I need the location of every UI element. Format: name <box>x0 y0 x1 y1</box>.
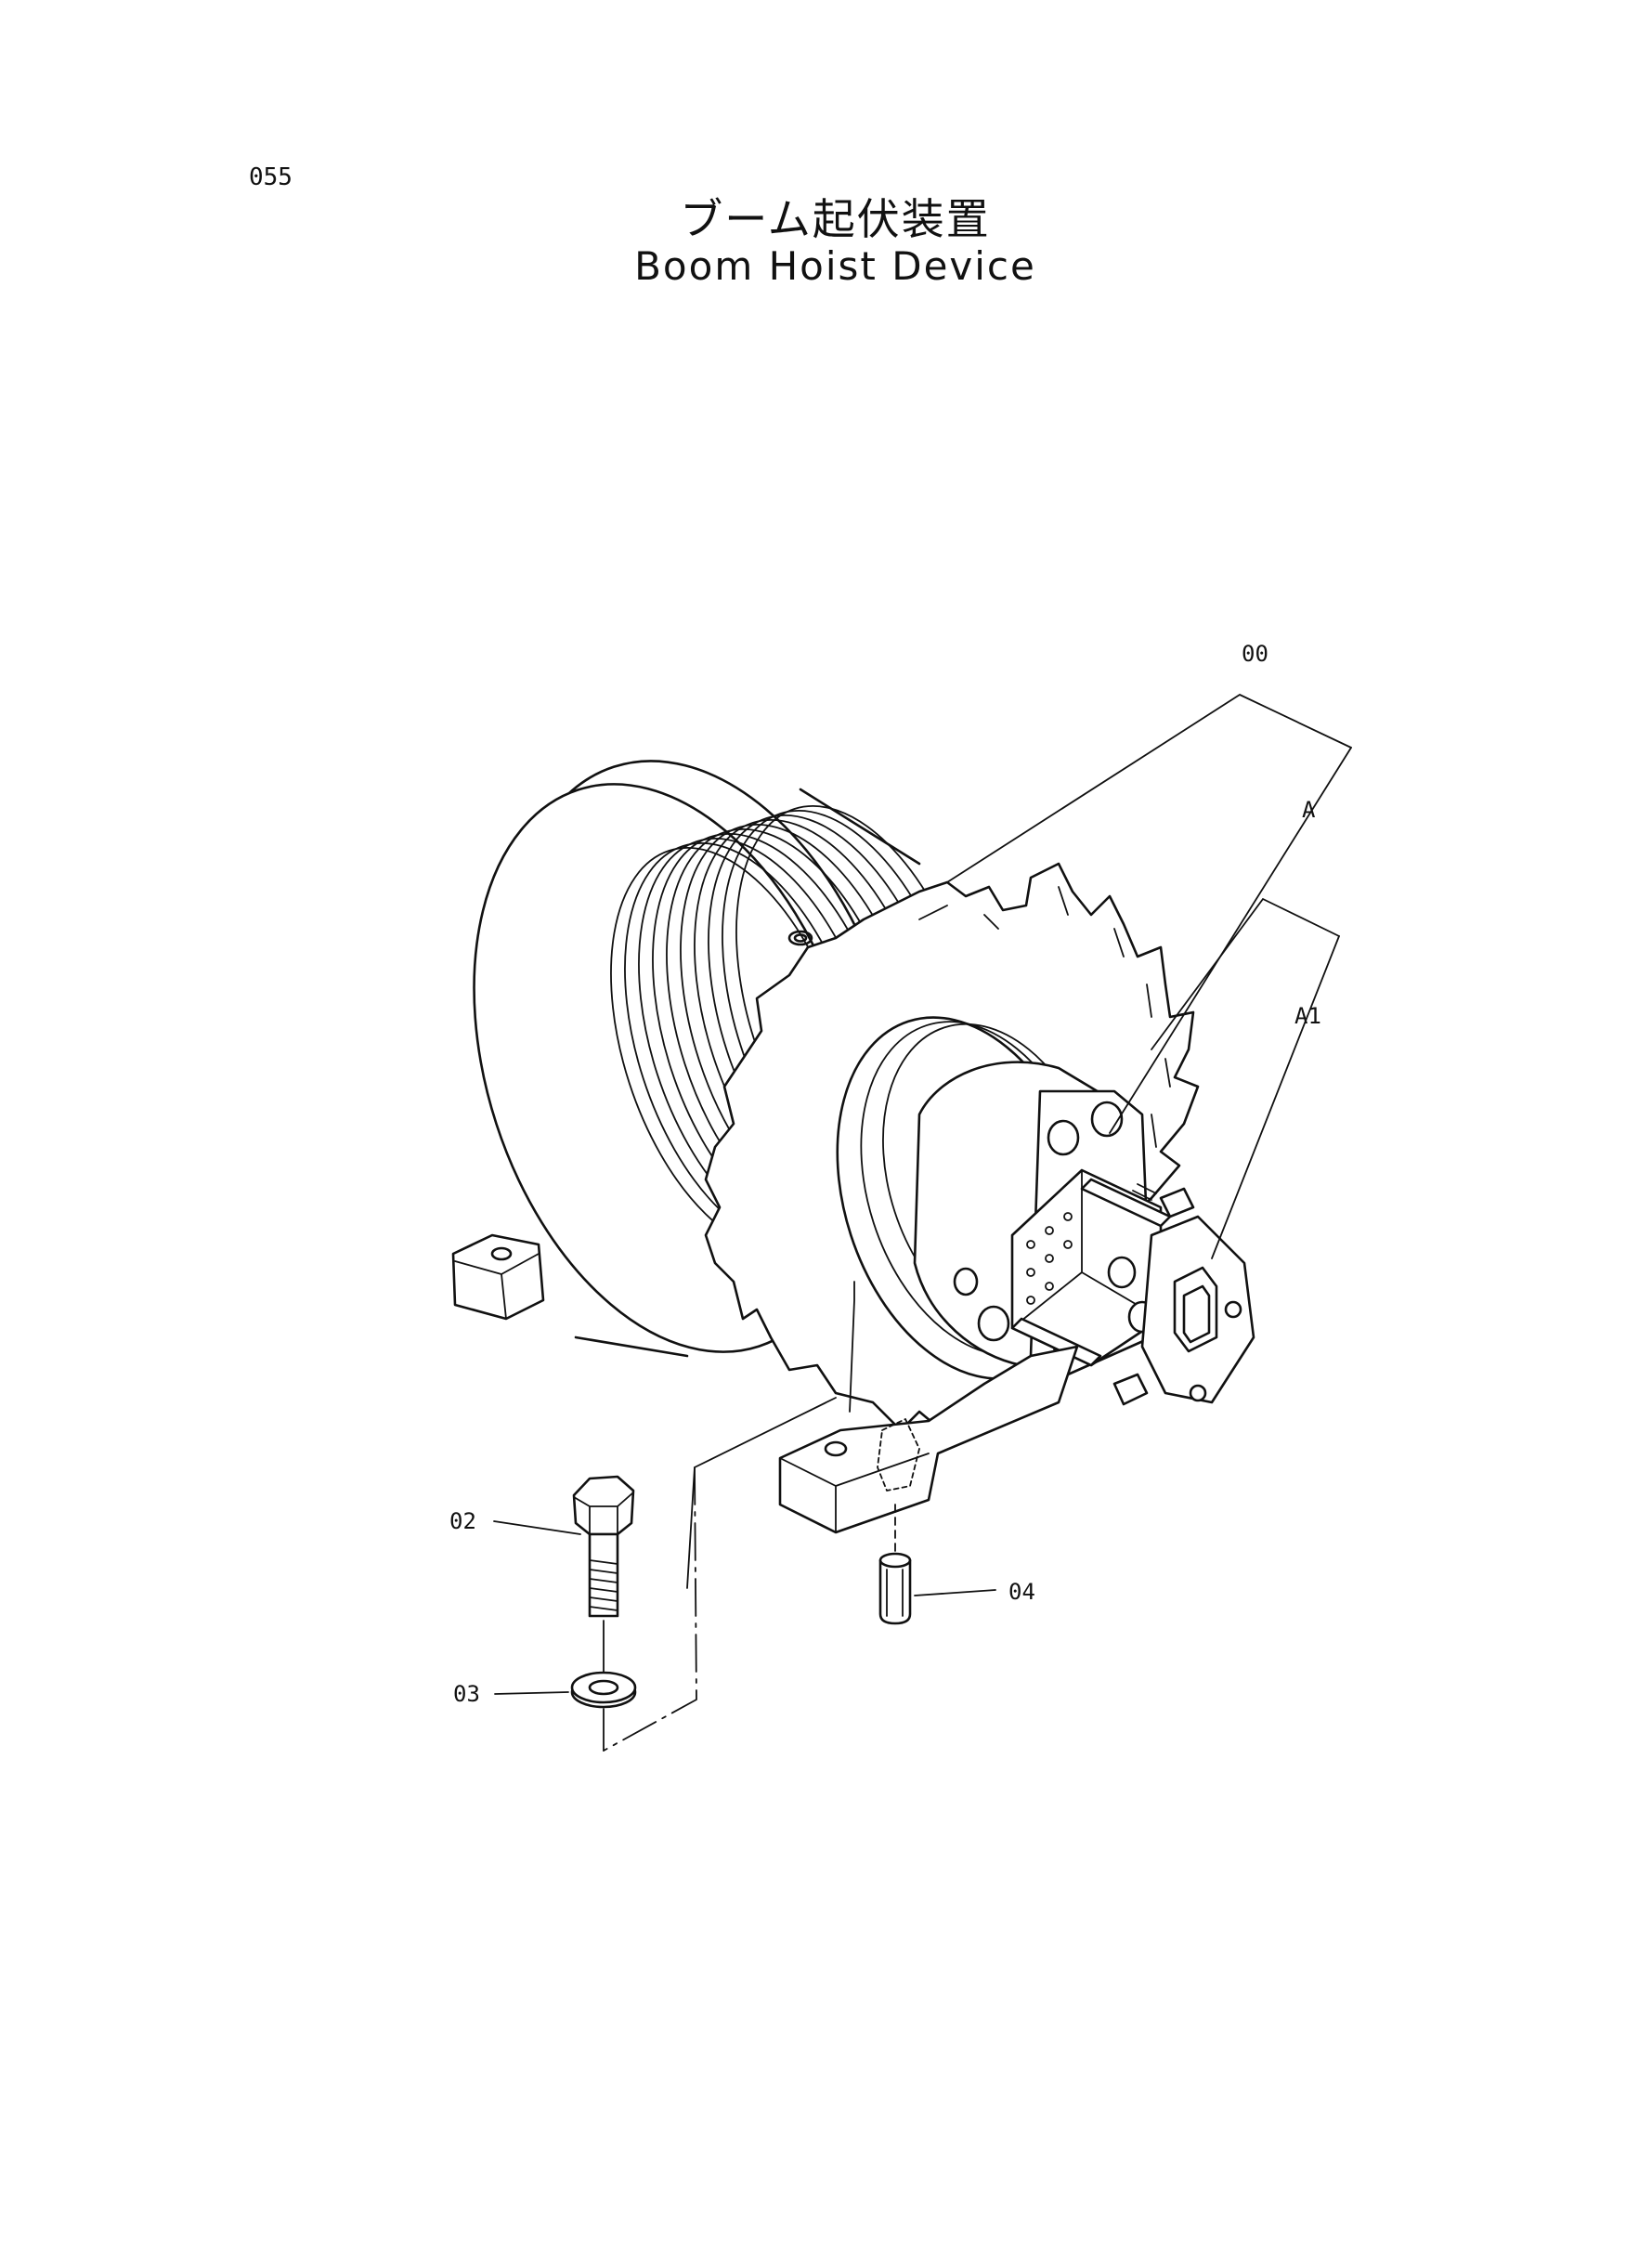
callout-00: 00 <box>1242 641 1268 667</box>
callouts: 00 A A1 02 03 04 <box>449 641 1321 1707</box>
title-japanese: ブーム起伏装置 <box>680 194 991 244</box>
callout-03: 03 <box>453 1681 480 1707</box>
left-bracket <box>451 1233 545 1321</box>
callout-04: 04 <box>1008 1579 1035 1605</box>
callout-a: A <box>1302 797 1316 823</box>
right-bracket <box>778 1345 1079 1534</box>
callout-02: 02 <box>449 1508 476 1534</box>
leader-lines <box>493 694 1352 1695</box>
callout-a1: A1 <box>1294 1003 1321 1029</box>
bolt-part-02 <box>572 1475 635 1618</box>
title-english: Boom Hoist Device <box>634 243 1036 289</box>
guide-lines <box>603 1281 896 1752</box>
page-number: 055 <box>249 163 293 191</box>
pin-part-04 <box>878 1552 912 1625</box>
brake-cover <box>1048 1183 1255 1406</box>
washer-part-03 <box>570 1671 637 1709</box>
valve-block <box>1010 1168 1172 1367</box>
